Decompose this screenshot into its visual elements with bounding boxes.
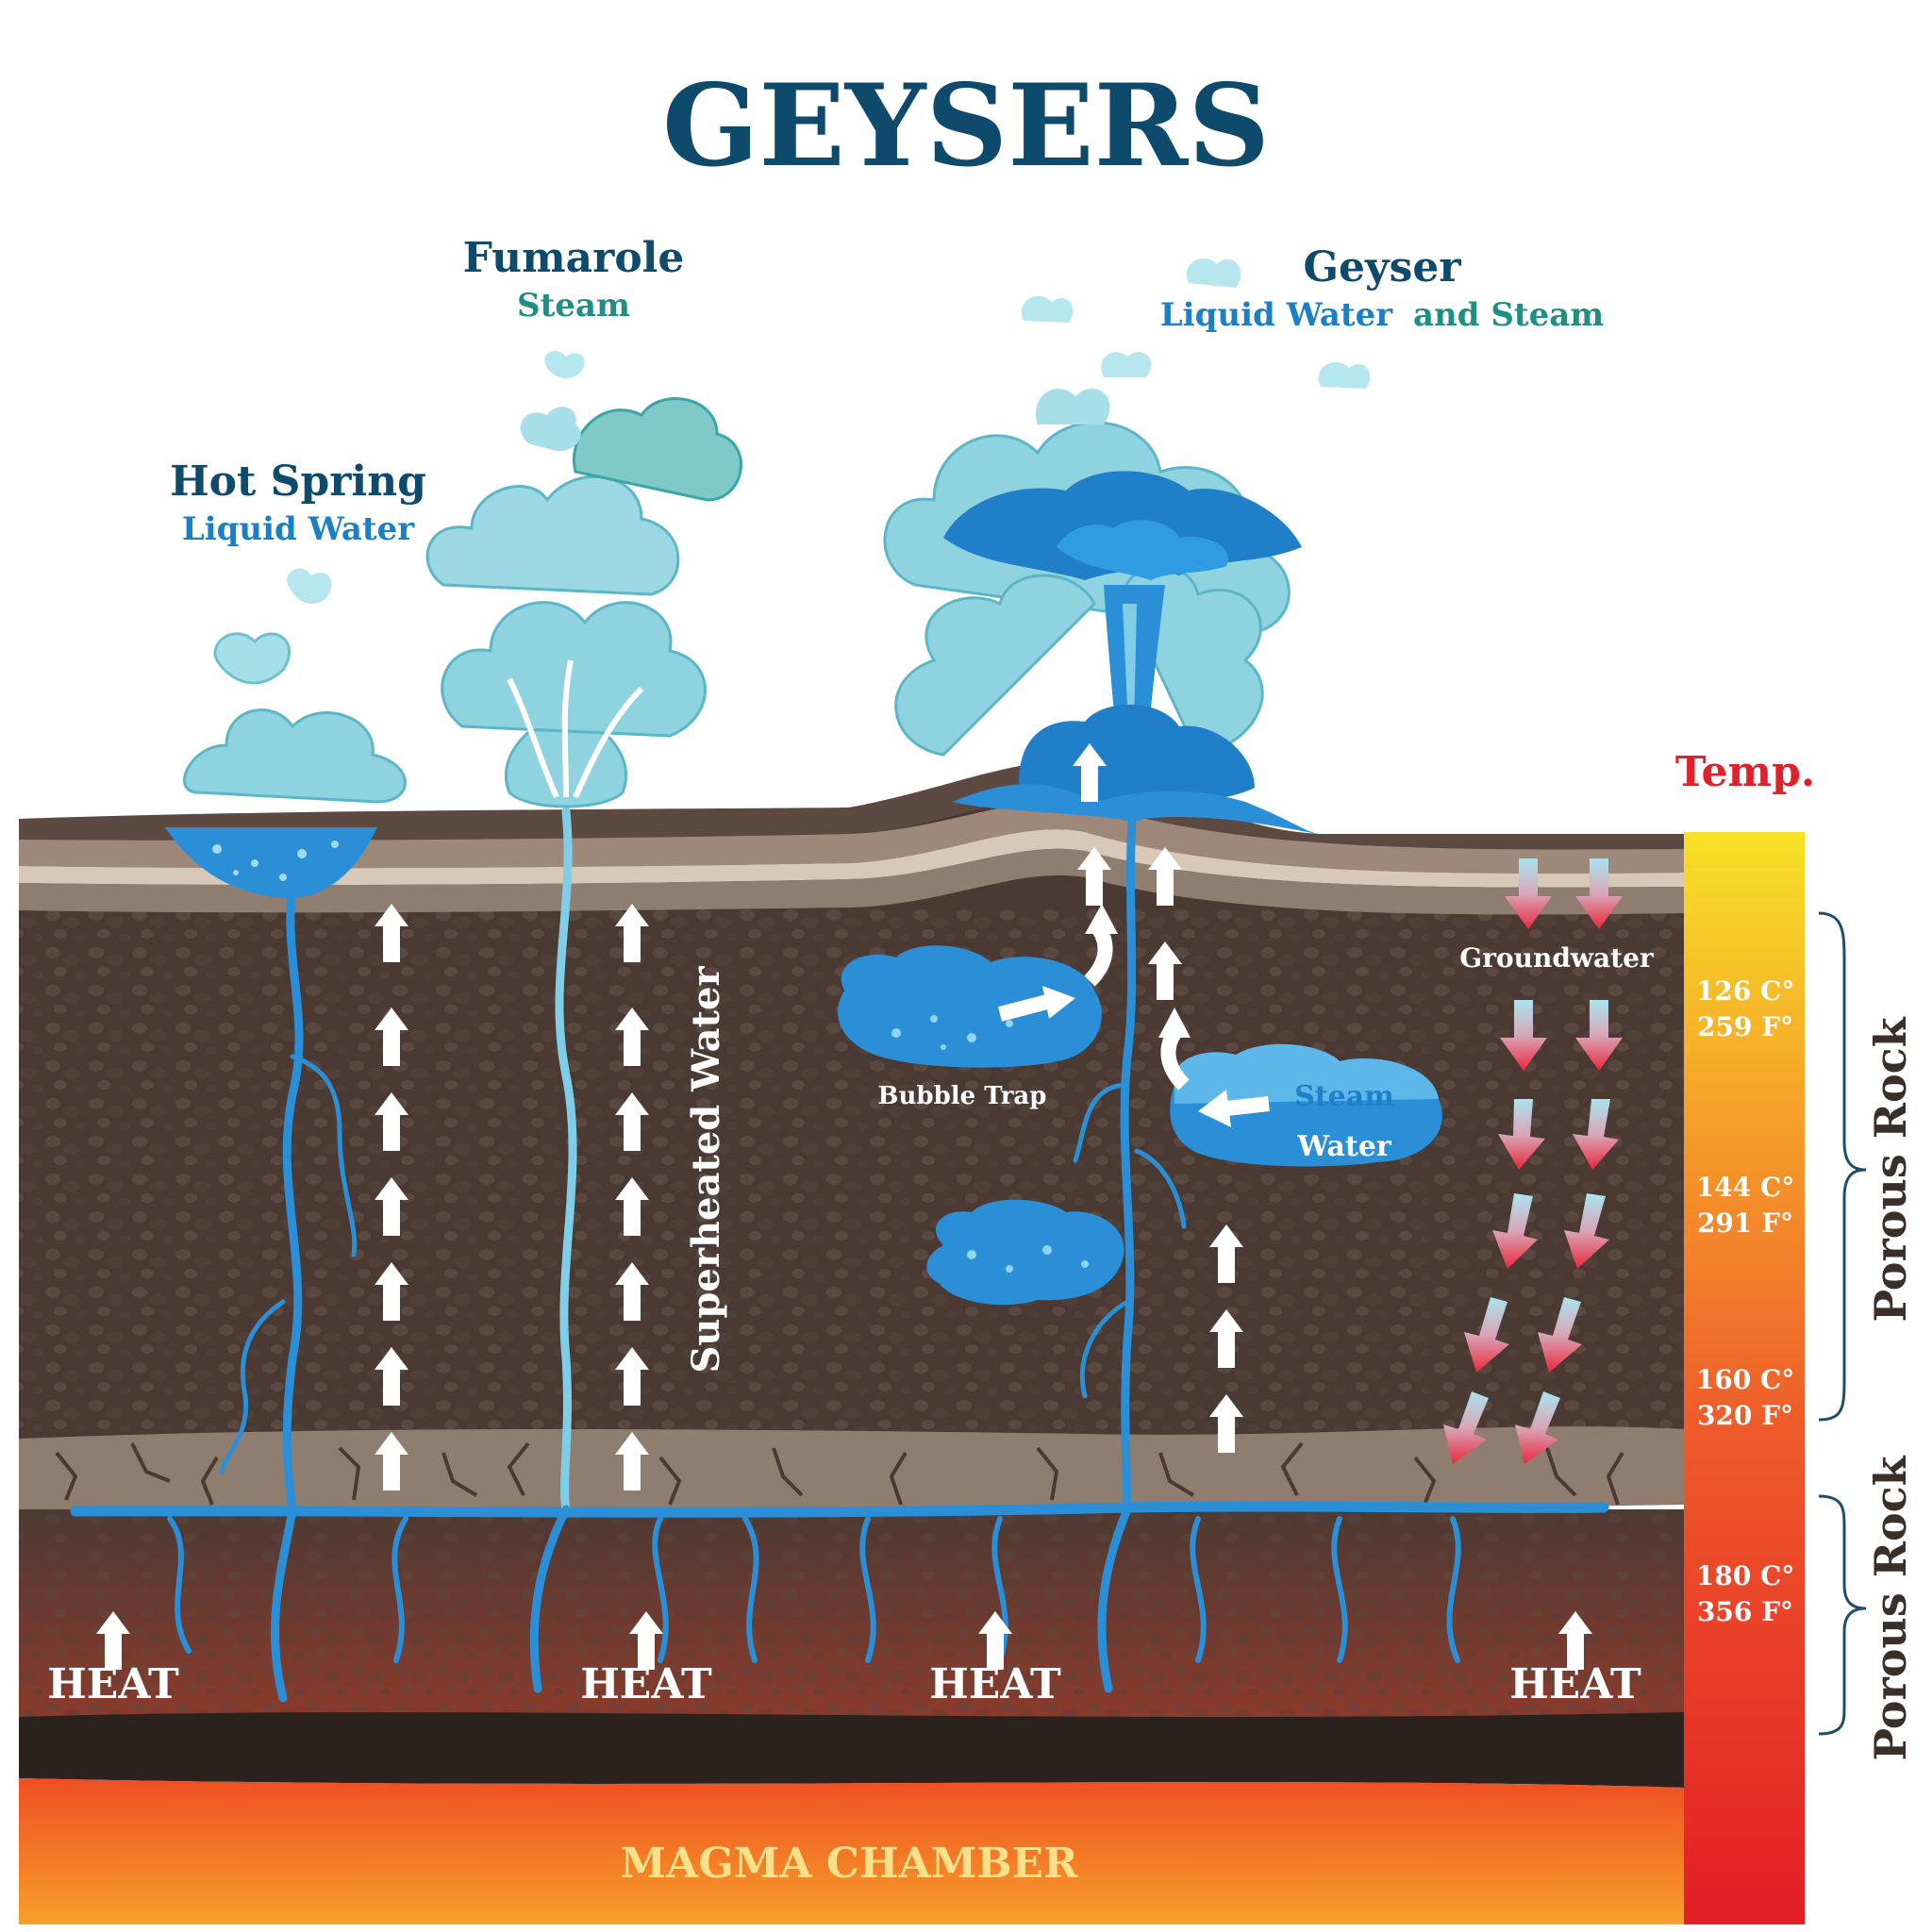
temp-reading-2-celsius: 144 C° [1696, 1172, 1794, 1203]
fumarole [425, 350, 742, 808]
hot-spring-steam-cloud [183, 568, 407, 804]
page-title: GEYSERS [662, 59, 1270, 192]
temp-reading-4-fahrenheit: 356 F° [1697, 1596, 1793, 1627]
temp-reading-4-celsius: 180 C° [1696, 1560, 1794, 1591]
ground-layers [19, 760, 1684, 1924]
water-channels [70, 807, 1609, 1703]
porous-rock-label-upper: Porous Rock [1865, 1016, 1916, 1322]
temp-reading-3-fahrenheit: 320 F° [1697, 1400, 1793, 1431]
temp-reading-3-celsius: 160 C° [1696, 1364, 1794, 1395]
magma-chamber-label: MAGMA CHAMBER [620, 1840, 1078, 1888]
temperature-title: Temp. [1675, 748, 1815, 796]
temp-reading-2-fahrenheit: 291 F° [1697, 1208, 1793, 1239]
groundwater-arrows [1443, 858, 1623, 1464]
rock-cracks [55, 1441, 1624, 1506]
bubble-trap-label: Bubble Trap [878, 1082, 1047, 1110]
bubble-trap [838, 945, 1102, 1068]
geyser [883, 258, 1371, 835]
temperature-scale-bar [1684, 832, 1805, 1924]
fumarole-content-label: Steam [517, 287, 630, 325]
temp-reading-1-fahrenheit: 259 F° [1697, 1011, 1793, 1042]
heat-label-4: HEAT [1509, 1660, 1641, 1708]
hot-spring [165, 568, 407, 898]
geyser-label: Geyser [1303, 243, 1461, 291]
temp-reading-1-celsius: 126 C° [1696, 975, 1794, 1007]
zone-brackets [1818, 911, 1867, 1736]
geyser-content-label: Liquid Water and Steam [1160, 296, 1604, 334]
steam-label: Steam [1294, 1080, 1394, 1113]
groundwater-label: Groundwater [1459, 942, 1655, 974]
water-label: Water [1296, 1130, 1391, 1163]
hot-spring-content-label: Liquid Water [182, 510, 415, 548]
geyser-content-water: Liquid Water [1160, 296, 1393, 334]
hot-spring-label: Hot Spring [170, 458, 426, 506]
geyser-content-steam: and Steam [1413, 296, 1604, 334]
heat-label-1: HEAT [47, 1660, 179, 1708]
water-pocket [926, 1199, 1124, 1306]
flow-arrowheads [1042, 904, 1231, 1127]
fumarole-label: Fumarole [463, 234, 685, 282]
superheated-water-label: Superheated Water [684, 966, 728, 1374]
heat-label-2: HEAT [580, 1660, 712, 1708]
heat-label-3: HEAT [929, 1660, 1061, 1708]
steam-water-chamber [1170, 1043, 1442, 1167]
porous-rock-label-lower: Porous Rock [1865, 1455, 1916, 1760]
